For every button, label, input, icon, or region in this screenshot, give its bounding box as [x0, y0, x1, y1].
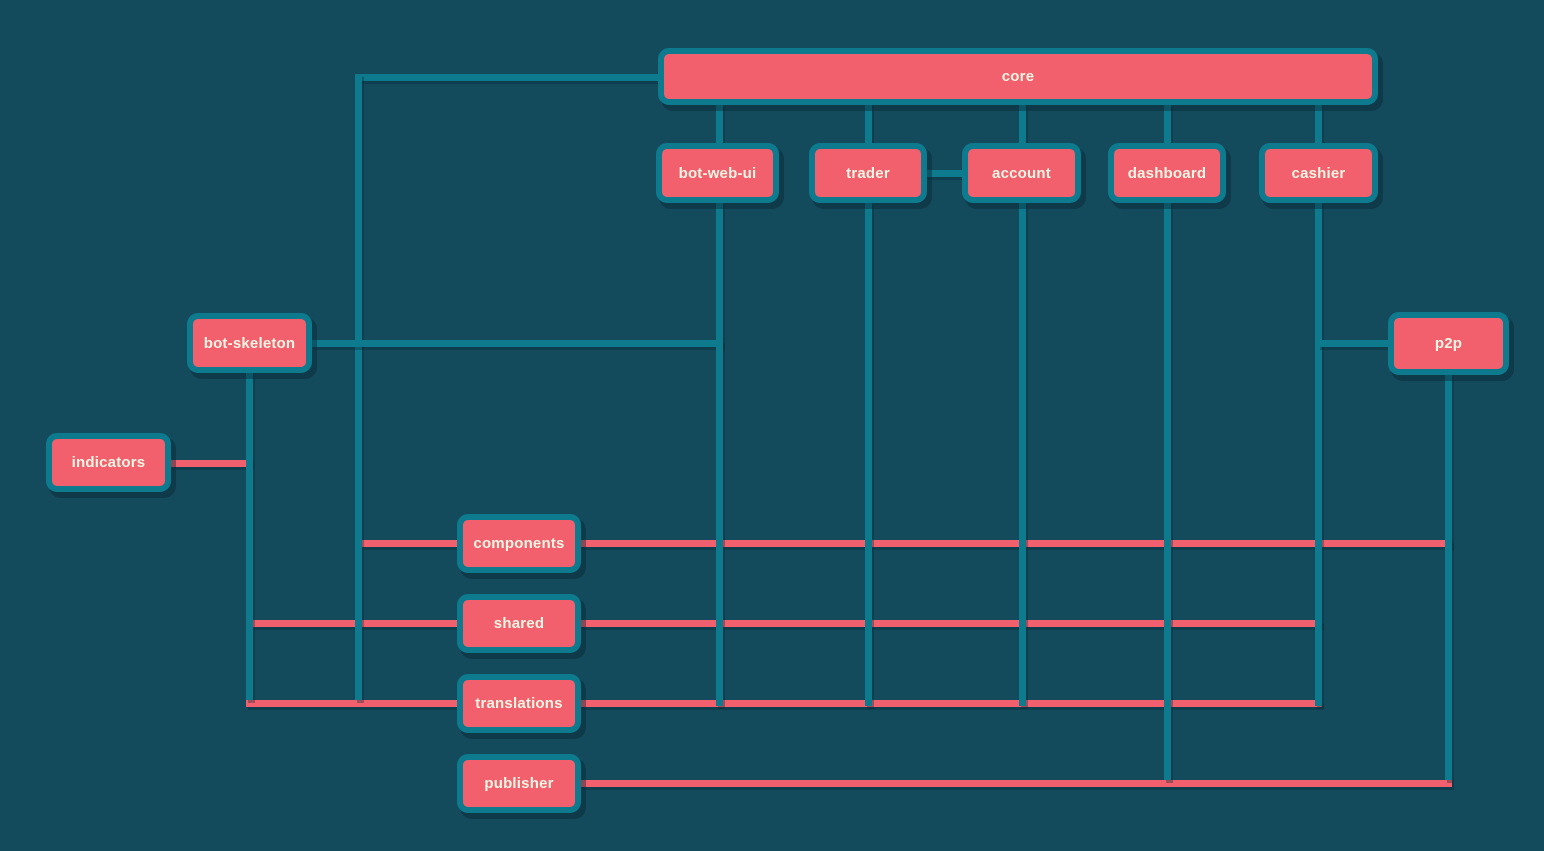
- node-label: shared: [493, 615, 545, 632]
- node-account[interactable]: account: [962, 143, 1081, 203]
- edge-core-to-trader: [864, 103, 872, 144]
- node-label: p2p: [1434, 335, 1463, 352]
- node-label: cashier: [1291, 164, 1346, 182]
- edge-trader-vertical: [864, 202, 872, 706]
- node-label: core: [1001, 68, 1035, 85]
- edge-p2p-vertical: [1444, 374, 1452, 780]
- node-trader[interactable]: trader: [809, 143, 927, 203]
- edge-trader-to-account: [925, 169, 964, 177]
- edge-bot-skeleton-vertical: [245, 372, 253, 700]
- edge-core-to-account: [1018, 103, 1026, 144]
- edge-translations-bus-right: [578, 699, 1322, 707]
- edge-core-to-dashboard: [1163, 103, 1171, 144]
- edge-core-to-bot-web-ui: [715, 103, 723, 144]
- edge-core-left-vertical: [354, 74, 362, 700]
- node-label: bot-skeleton: [203, 334, 296, 352]
- node-label: publisher: [484, 775, 554, 792]
- edge-shared-bus-right: [578, 619, 1322, 627]
- node-components[interactable]: components: [457, 514, 581, 573]
- node-label: indicators: [71, 454, 146, 471]
- node-label: translations: [475, 695, 563, 712]
- edge-shared-bus-left: [246, 619, 460, 627]
- node-dashboard[interactable]: dashboard: [1108, 143, 1226, 203]
- node-label: trader: [846, 164, 890, 182]
- node-translations[interactable]: translations: [457, 674, 581, 733]
- edge-core-elbow-top: [355, 73, 661, 81]
- node-label: dashboard: [1127, 164, 1207, 182]
- node-core[interactable]: core: [658, 48, 1378, 105]
- edge-bot-web-ui-vertical: [715, 202, 723, 706]
- edge-components-bus-left: [355, 539, 460, 547]
- node-shared[interactable]: shared: [457, 594, 581, 653]
- node-label: components: [473, 535, 565, 552]
- node-bot-web-ui[interactable]: bot-web-ui: [656, 143, 779, 203]
- edge-publisher-bus: [578, 779, 1452, 787]
- edge-bot-skeleton-to-bot-web-ui: [311, 339, 723, 347]
- edge-indicators-link: [169, 459, 252, 467]
- node-bot-skeleton[interactable]: bot-skeleton: [187, 313, 312, 373]
- node-cashier[interactable]: cashier: [1259, 143, 1378, 203]
- edge-dashboard-vertical: [1163, 202, 1171, 780]
- node-p2p[interactable]: p2p: [1388, 312, 1509, 375]
- node-label: bot-web-ui: [678, 164, 757, 182]
- node-indicators[interactable]: indicators: [46, 433, 171, 492]
- node-publisher[interactable]: publisher: [457, 754, 581, 813]
- node-label: account: [992, 164, 1051, 182]
- edge-account-vertical: [1018, 202, 1026, 706]
- edge-cashier-to-p2p: [1318, 339, 1390, 347]
- edge-components-bus-right: [578, 539, 1452, 547]
- edge-core-to-cashier: [1314, 103, 1322, 144]
- edge-translations-bus-left: [246, 699, 460, 707]
- edge-cashier-vertical: [1314, 202, 1322, 706]
